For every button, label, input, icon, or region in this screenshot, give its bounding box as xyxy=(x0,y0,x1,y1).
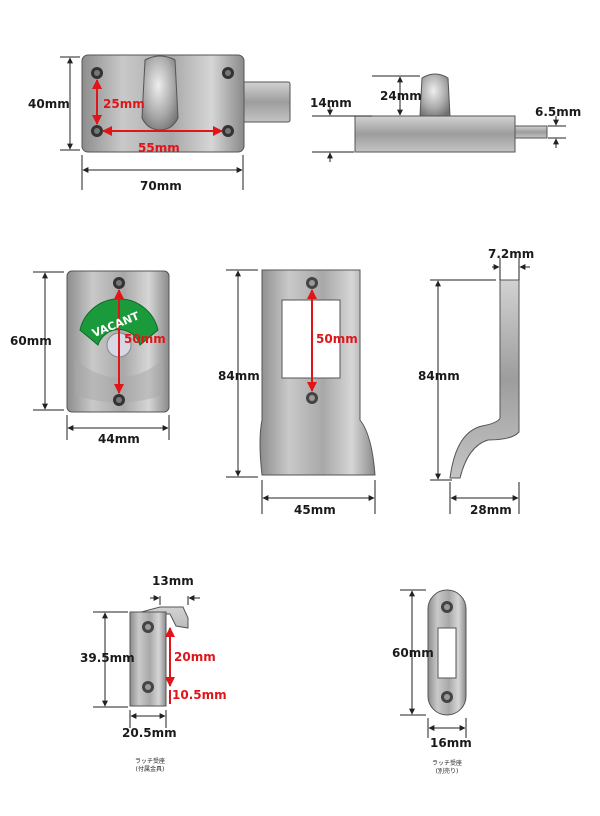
handle-hole-spacing-label: 50mm xyxy=(316,332,358,346)
indicator-plate-view xyxy=(33,270,170,440)
lock-hole-spacing-h-label: 55mm xyxy=(138,141,180,155)
plate-caption-line2: (別売り) xyxy=(436,767,459,775)
handle-height-label: 84mm xyxy=(218,369,260,383)
keeper-offset-label: 10.5mm xyxy=(172,688,227,702)
keeper-caption-line2: (付属金具) xyxy=(136,765,165,773)
lock-height-label: 40mm xyxy=(28,97,70,111)
keeper-bracket-view xyxy=(93,595,200,728)
handle-depth-label: 28mm xyxy=(470,503,512,517)
handle-side-height-label: 84mm xyxy=(418,369,460,383)
keeper-hole-spacing-label: 20mm xyxy=(174,650,216,664)
side-knob-height-label: 24mm xyxy=(380,89,422,103)
keeper-width-label: 20.5mm xyxy=(122,726,177,740)
handle-front-view xyxy=(226,269,376,514)
plate-caption-line1: ラッチ受座 xyxy=(432,759,462,767)
keeper-caption-line1: ラッチ受座 xyxy=(135,757,165,765)
handle-width-label: 45mm xyxy=(294,503,336,517)
keeper-plate-view xyxy=(400,589,467,738)
plate-height-label: 60mm xyxy=(392,646,434,660)
lock-side-view xyxy=(312,73,566,162)
lock-width-label: 70mm xyxy=(140,179,182,193)
lock-hole-spacing-v-label: 25mm xyxy=(103,97,145,111)
plate-width-label: 16mm xyxy=(430,736,472,750)
side-bolt-thickness-label: 6.5mm xyxy=(535,105,581,119)
keeper-depth-label: 13mm xyxy=(152,574,194,588)
side-base-thickness-label: 14mm xyxy=(310,96,352,110)
indicator-height-label: 60mm xyxy=(10,334,52,348)
handle-side-view xyxy=(430,258,530,514)
lock-front-view xyxy=(60,54,291,190)
indicator-hole-spacing-label: 50mm xyxy=(124,332,166,346)
handle-thickness-label: 7.2mm xyxy=(488,247,534,261)
indicator-width-label: 44mm xyxy=(98,432,140,446)
keeper-height-label: 39.5mm xyxy=(80,651,135,665)
